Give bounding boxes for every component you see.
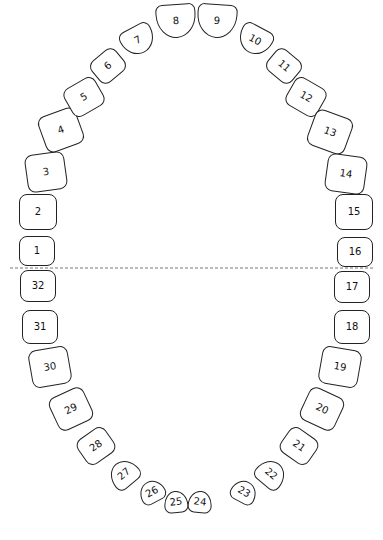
- tooth: 30: [27, 345, 73, 389]
- tooth: 25: [163, 490, 189, 514]
- tooth: 16: [337, 237, 373, 267]
- tooth-number: 17: [346, 282, 359, 292]
- tooth-number: 7: [133, 34, 143, 46]
- tooth: 1: [19, 236, 55, 266]
- tooth-number: 23: [236, 485, 252, 500]
- tooth: 31: [22, 310, 58, 344]
- tooth: 15: [335, 194, 373, 230]
- tooth: 3: [24, 150, 69, 193]
- tooth-number: 19: [333, 361, 347, 373]
- tooth: 9: [196, 3, 238, 40]
- tooth-number: 11: [276, 58, 292, 74]
- tooth-number: 22: [263, 466, 279, 482]
- tooth-number: 5: [79, 91, 90, 103]
- tooth-number: 32: [32, 281, 45, 291]
- tooth-number: 4: [56, 124, 65, 136]
- tooth-number: 10: [247, 33, 263, 48]
- tooth-number: 2: [35, 207, 41, 217]
- tooth-number: 3: [42, 167, 50, 178]
- tooth-number: 15: [348, 207, 361, 217]
- tooth-number: 26: [144, 485, 160, 500]
- tooth: 18: [334, 310, 370, 344]
- tooth-number: 21: [291, 438, 307, 453]
- tooth: 27: [104, 454, 144, 493]
- tooth-number: 13: [322, 125, 337, 139]
- tooth-number: 16: [349, 247, 362, 257]
- tooth-number: 25: [169, 496, 183, 507]
- tooth: 14: [324, 152, 369, 195]
- tooth-number: 18: [346, 322, 359, 332]
- tooth-number: 9: [213, 16, 220, 26]
- tooth: 32: [20, 270, 56, 302]
- tooth: 8: [155, 3, 197, 40]
- tooth: 7: [116, 20, 159, 61]
- tooth: 29: [46, 385, 96, 434]
- tooth: 28: [73, 424, 118, 468]
- midline: [10, 268, 373, 269]
- tooth: 24: [187, 490, 213, 514]
- tooth-number: 27: [116, 466, 132, 482]
- tooth-number: 1: [34, 246, 40, 256]
- tooth: 21: [276, 424, 321, 468]
- tooth-number: 6: [102, 60, 113, 72]
- tooth: 17: [334, 271, 370, 303]
- tooth-number: 31: [34, 322, 47, 332]
- tooth: 20: [297, 385, 347, 434]
- tooth-number: 20: [314, 402, 330, 416]
- tooth-number: 8: [172, 16, 179, 26]
- tooth-number: 30: [43, 361, 57, 373]
- tooth-number: 28: [88, 438, 104, 453]
- tooth-number: 12: [298, 89, 314, 104]
- tooth: 22: [251, 454, 291, 493]
- tooth: 23: [227, 476, 260, 508]
- tooth-number: 14: [339, 168, 353, 180]
- tooth: 10: [233, 20, 276, 61]
- tooth-number: 24: [193, 496, 207, 507]
- tooth: 2: [19, 194, 57, 230]
- tooth: 19: [317, 345, 363, 389]
- tooth-number: 29: [63, 402, 79, 416]
